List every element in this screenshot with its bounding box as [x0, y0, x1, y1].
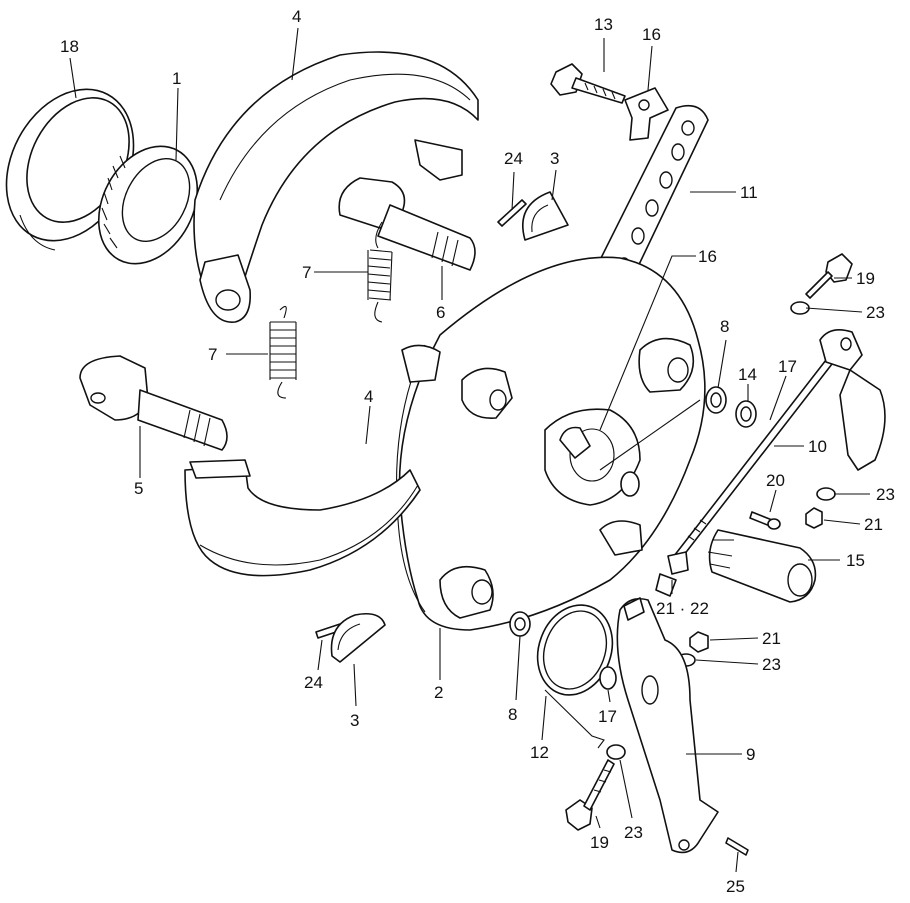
callout-labels: 18 1 4 13 16 24 3 11 7 6 16 19 23 7 8 14…	[60, 7, 895, 896]
part-21-nut-right	[805, 507, 823, 529]
part-16-lock-plate-lower	[559, 426, 591, 459]
part-12-return-spring	[536, 604, 614, 749]
part-14-washer	[735, 400, 757, 428]
callout-19-lower: 19	[590, 833, 609, 852]
part-17-washer-lower	[599, 666, 617, 690]
callout-24-upper: 24	[504, 149, 523, 168]
part-6-cam-shaft	[338, 177, 476, 271]
callout-11: 11	[740, 183, 758, 202]
callout-21-right: 21	[864, 515, 883, 534]
part-2-backing-plate	[395, 256, 706, 631]
part-4-brake-shoe-lower	[184, 459, 421, 577]
part-4-brake-shoe-upper	[193, 51, 479, 323]
part-23-washer-bottom	[606, 744, 626, 760]
callout-16-lower: 16	[698, 247, 717, 266]
part-joint-upper	[819, 329, 886, 471]
callout-2: 2	[434, 683, 443, 702]
callout-5: 5	[134, 479, 143, 498]
callout-23-lower: 23	[762, 655, 781, 674]
part-15-sleeve	[707, 529, 817, 603]
callout-14: 14	[738, 365, 757, 384]
callout-3-lower: 3	[350, 711, 359, 730]
callout-23-right: 23	[876, 485, 895, 504]
callout-4-lower: 4	[364, 387, 373, 406]
callout-6: 6	[436, 303, 445, 322]
callout-19-upper: 19	[856, 269, 875, 288]
callout-1: 1	[172, 69, 181, 88]
part-7-spring-upper	[367, 221, 393, 323]
callout-8-lower: 8	[508, 705, 517, 724]
part-21-nut-lower	[689, 631, 709, 653]
callout-24-lower: 24	[304, 673, 323, 692]
callout-17-lower: 17	[598, 707, 617, 726]
part-16-lock-plate-upper	[624, 87, 669, 141]
callout-10: 10	[808, 437, 827, 456]
part-3-shim-lower	[330, 612, 386, 663]
part-19-bolt-lower	[565, 759, 615, 831]
part-24-cotter-pin-upper	[497, 199, 527, 227]
callout-21-22: 21 · 22	[656, 599, 709, 618]
callout-7-lower: 7	[208, 345, 217, 364]
callout-9: 9	[746, 745, 755, 764]
callout-21-lower: 21	[762, 629, 781, 648]
callout-20: 20	[766, 471, 785, 490]
part-13-bolt	[550, 63, 626, 104]
part-25-pin	[725, 837, 749, 856]
part-19-bolt-upper	[805, 253, 853, 299]
callout-13: 13	[594, 15, 613, 34]
part-3-shim-upper	[521, 191, 569, 241]
callout-8-upper: 8	[720, 317, 729, 336]
part-9-brake-lever	[616, 597, 719, 854]
part-20-screw	[749, 511, 781, 530]
callout-3-upper: 3	[550, 149, 559, 168]
callout-25: 25	[726, 877, 745, 896]
callout-23-upper: 23	[866, 303, 885, 322]
part-8-washer-upper	[705, 386, 727, 414]
part-1-bearing	[97, 145, 199, 265]
leader-lines	[69, 27, 870, 873]
part-7-spring-lower	[269, 305, 297, 399]
callout-18: 18	[60, 37, 79, 56]
callout-16-upper: 16	[642, 25, 661, 44]
part-8-washer-lower	[509, 611, 531, 637]
part-23-washer-right	[816, 487, 836, 501]
part-21-22-nut-mid	[655, 551, 689, 597]
callout-15: 15	[846, 551, 865, 570]
callout-7-upper: 7	[302, 263, 311, 282]
part-17-washer-upper	[620, 471, 640, 497]
callout-17-upper: 17	[778, 357, 797, 376]
callout-12: 12	[530, 743, 549, 762]
part-5-cam	[79, 355, 228, 451]
callout-23-bottom: 23	[624, 823, 643, 842]
callout-4-upper: 4	[292, 7, 301, 26]
